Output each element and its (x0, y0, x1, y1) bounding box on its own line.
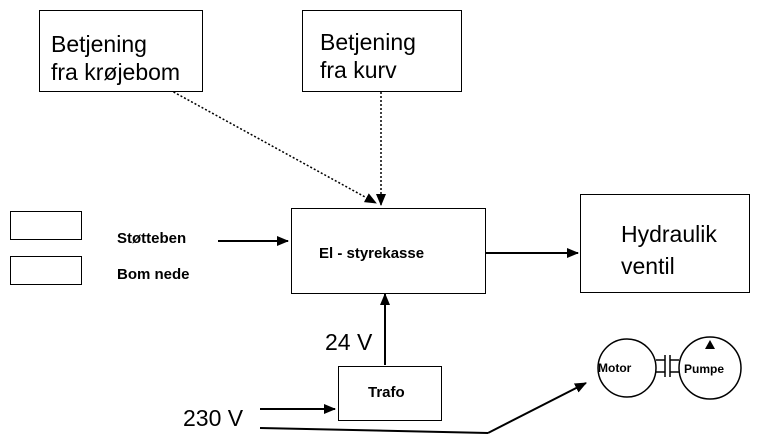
label-pumpe: Pumpe (684, 362, 725, 376)
label-hydraulik-line1: Hydraulik (621, 221, 717, 247)
arrow-krojebom-to-styrekasse (169, 89, 377, 204)
label-230v: 230 V (183, 405, 244, 431)
motor-circle (597, 338, 657, 398)
line-230v-mains (259, 427, 489, 434)
label-motor: Motor (598, 361, 632, 375)
label-el-styrekasse: El - styrekasse (319, 245, 425, 262)
label-24v: 24 V (325, 329, 373, 355)
switch-bom-nede (10, 256, 82, 285)
arrow-230v-to-motor (487, 382, 587, 434)
label-betjening-kurv-line2: fra kurv (320, 57, 397, 83)
label-hydraulik-line2: ventil (621, 253, 675, 279)
label-betjening-krojebom-line1: Betjening (51, 31, 147, 57)
box-betjening-krojebom (39, 10, 203, 92)
switch-stotteben (10, 211, 82, 240)
label-betjening-krojebom-line2: fra krøjebom (51, 59, 181, 85)
pump-triangle-icon (705, 340, 715, 349)
box-trafo (338, 366, 442, 421)
pump-circle (678, 336, 742, 400)
label-stotteben: Støtteben (117, 230, 187, 247)
label-bom-nede: Bom nede (117, 266, 190, 283)
box-betjening-kurv (302, 10, 462, 92)
label-betjening-kurv-line1: Betjening (320, 29, 416, 55)
box-el-styrekasse (291, 208, 486, 294)
box-hydraulik-ventil (580, 194, 750, 293)
label-trafo: Trafo (368, 384, 405, 401)
